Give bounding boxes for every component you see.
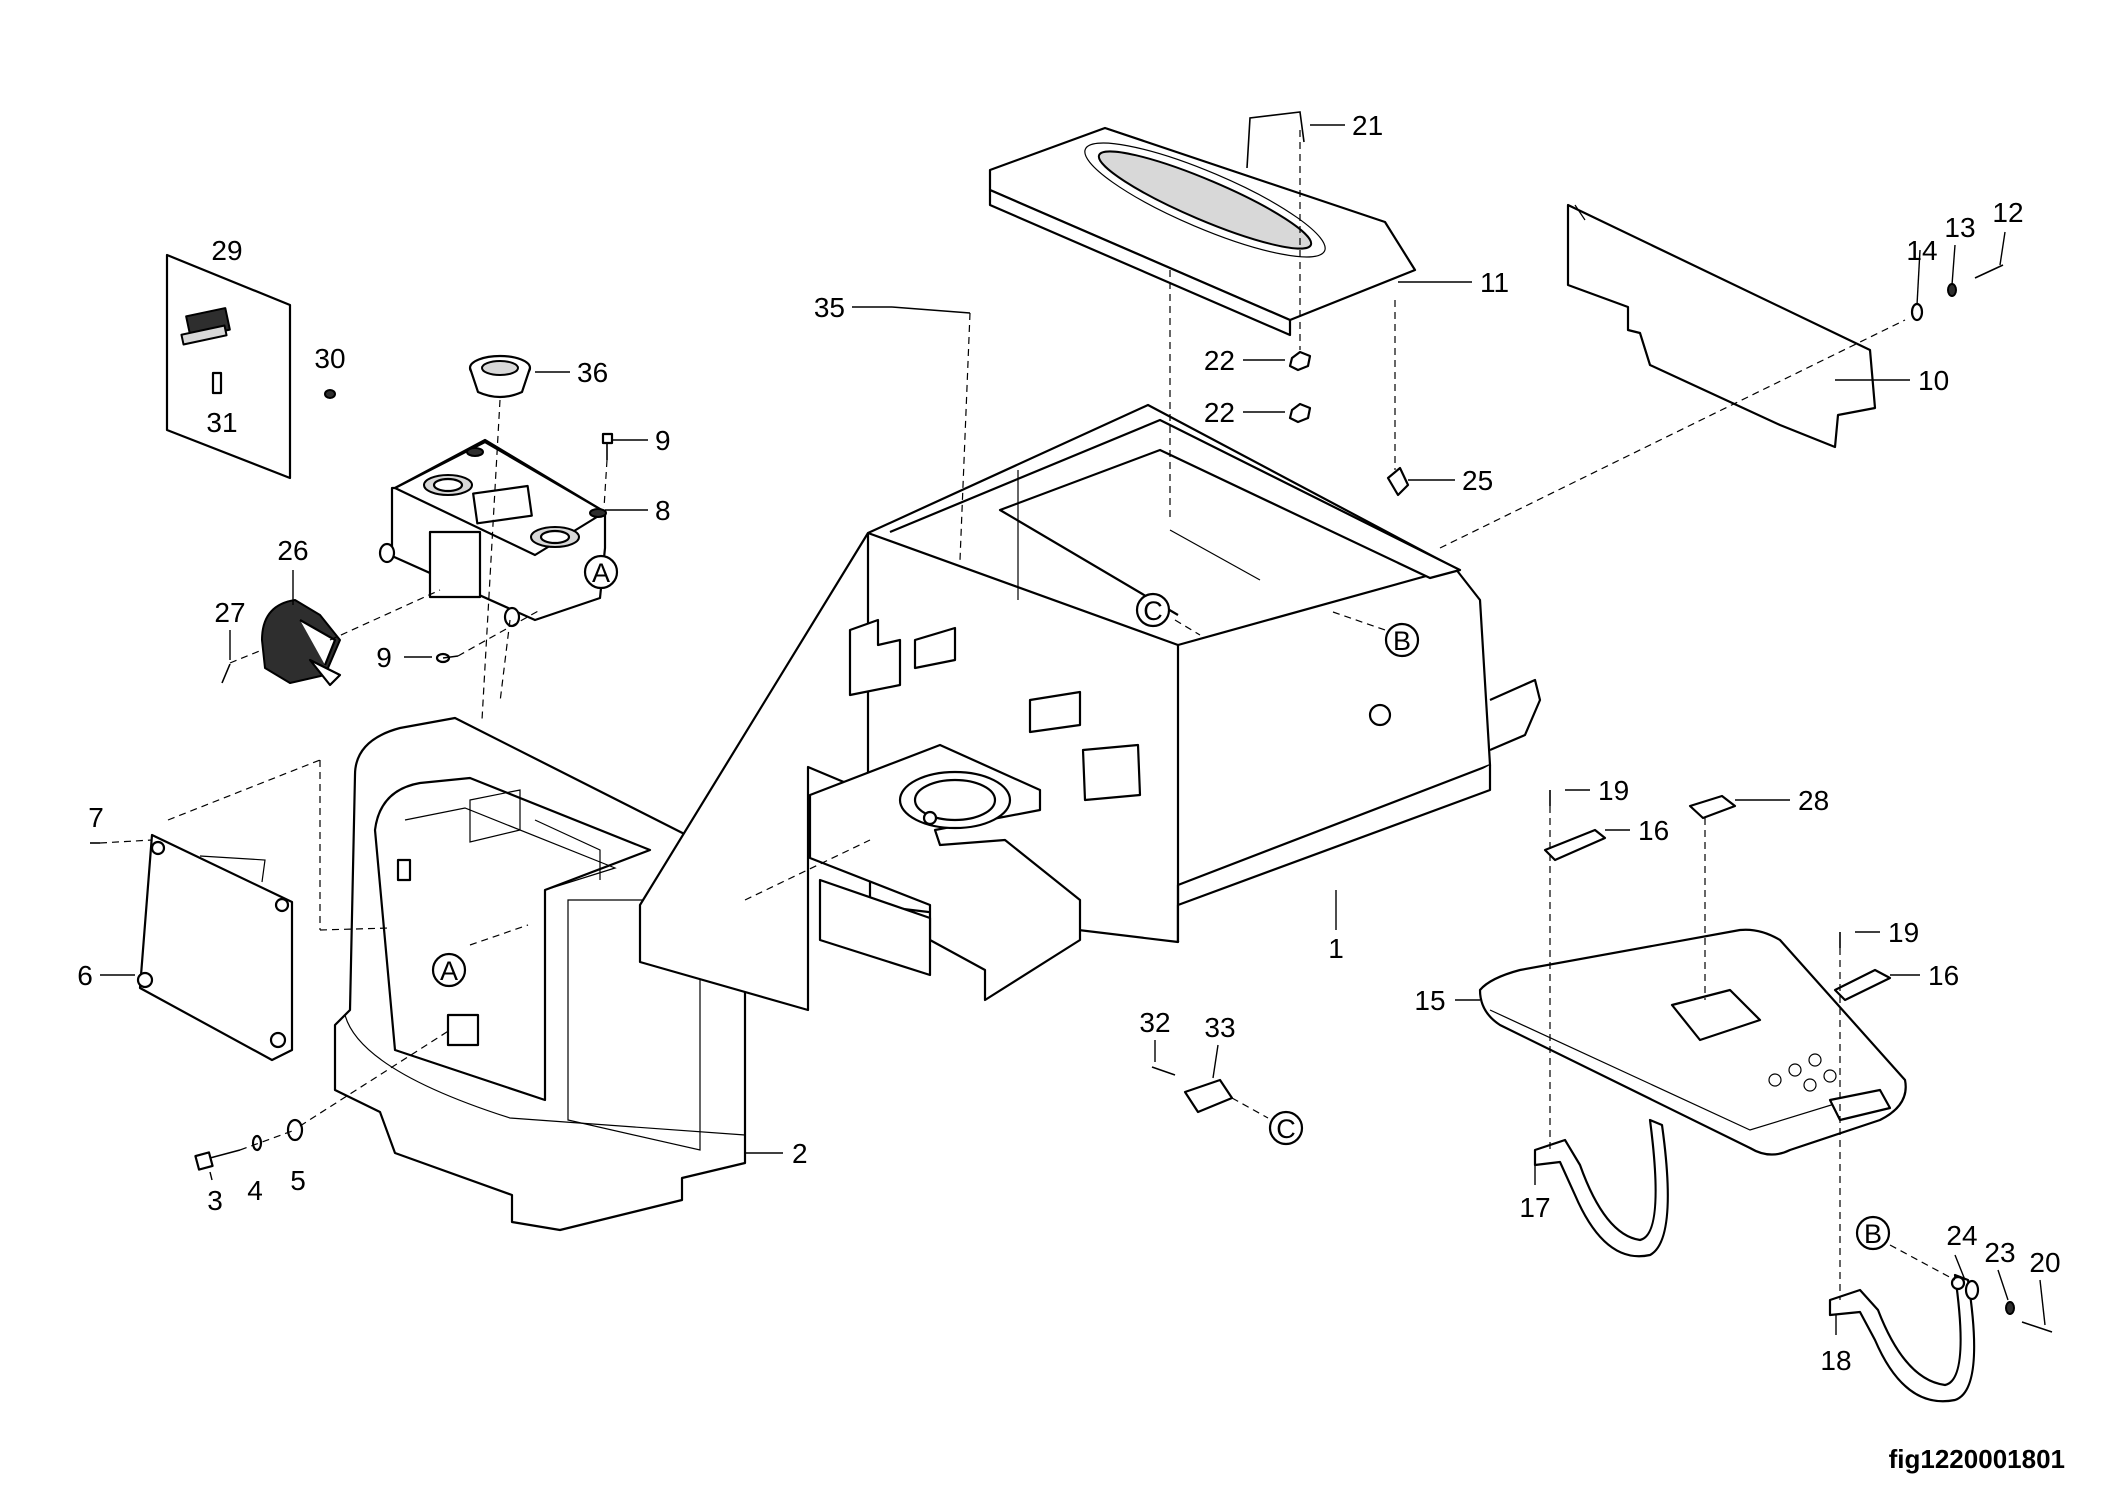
callout-1: 1 <box>1328 933 1344 964</box>
part-4-washer <box>251 1134 263 1152</box>
part-32-bolt <box>1151 1066 1176 1076</box>
reference-marker-b-bracket: B <box>1855 1215 1891 1251</box>
part-27-screw <box>221 663 231 684</box>
callout-6: 6 <box>77 960 93 991</box>
svg-text:A: A <box>592 558 610 588</box>
reference-marker-a-top: A <box>583 554 619 590</box>
callout-5: 5 <box>290 1165 306 1196</box>
part-3-bolt <box>194 1149 241 1171</box>
part-33-block <box>1183 1078 1234 1114</box>
callout-7: 7 <box>88 802 104 833</box>
part-18-bracket <box>1828 1273 1976 1403</box>
part-36-cup-insert <box>468 354 532 399</box>
part-30-plug <box>324 389 336 399</box>
part-1-main-frame <box>638 403 1542 1012</box>
leader-lines <box>100 124 2046 1335</box>
part-16-handle-a <box>1543 828 1607 862</box>
assembly-lines <box>99 130 1956 1300</box>
part-5-washer <box>286 1118 304 1142</box>
callout-10: 10 <box>1918 365 1949 396</box>
part-24-washer <box>1964 1279 1980 1301</box>
part-20-bolt <box>2021 1321 2053 1333</box>
svg-text:A: A <box>440 956 458 986</box>
part-6-side-panel <box>136 833 294 1062</box>
part-22-nut-a <box>1288 350 1312 372</box>
svg-text:C: C <box>1276 1114 1296 1144</box>
part-9-screw-bottom <box>435 652 459 664</box>
callout-28: 28 <box>1798 785 1829 816</box>
callout-32: 32 <box>1139 1007 1170 1038</box>
callout-21: 21 <box>1352 110 1383 141</box>
reference-marker-a-housing: A <box>431 952 467 988</box>
callout-13: 13 <box>1944 212 1975 243</box>
part-28-latch <box>1688 794 1737 820</box>
callout-9-bottom: 9 <box>376 642 392 673</box>
part-29-label-sheet <box>165 253 292 480</box>
callout-33: 33 <box>1204 1012 1235 1043</box>
callout-31: 31 <box>206 407 237 438</box>
part-17-bracket <box>1533 1118 1669 1258</box>
callout-30: 30 <box>314 343 345 374</box>
callout-19-a: 19 <box>1598 775 1629 806</box>
part-14-washer <box>1910 302 1924 322</box>
callout-25: 25 <box>1462 465 1493 496</box>
svg-text:C: C <box>1143 596 1163 626</box>
part-12-bolt <box>1974 264 2004 279</box>
callout-35: 35 <box>814 292 845 323</box>
callout-14: 14 <box>1906 235 1937 266</box>
part-35-rod <box>891 306 971 314</box>
part-10-back-panel <box>1566 203 1877 449</box>
callout-9-top: 9 <box>655 425 671 456</box>
part-15-seat-cushion <box>1478 928 1907 1156</box>
callout-26: 26 <box>277 535 308 566</box>
callout-29: 29 <box>211 235 242 266</box>
callout-24: 24 <box>1946 1220 1977 1251</box>
callout-27: 27 <box>214 597 245 628</box>
callout-22-a: 22 <box>1204 345 1235 376</box>
part-8-console-top <box>378 438 607 628</box>
part-16-handle-b <box>1833 968 1892 1002</box>
reference-marker-c-frame: C <box>1135 592 1171 628</box>
callout-20: 20 <box>2029 1247 2060 1278</box>
part-26-cover <box>261 599 342 687</box>
part-21-handle <box>1246 111 1305 169</box>
callout-36: 36 <box>577 357 608 388</box>
reference-marker-c-block: C <box>1268 1110 1304 1146</box>
callout-16-a: 16 <box>1638 815 1669 846</box>
callout-2: 2 <box>792 1138 808 1169</box>
svg-text:B: B <box>1864 1219 1882 1249</box>
callout-labels: 1 2 3 4 5 6 7 8 9 9 10 11 12 13 14 15 16… <box>77 110 2060 1376</box>
callout-11: 11 <box>1480 267 1509 298</box>
callout-22-b: 22 <box>1204 397 1235 428</box>
figure-id-label: fig1220001801 <box>1889 1444 2065 1474</box>
part-13-washer <box>1947 283 1957 297</box>
callout-15: 15 <box>1414 985 1445 1016</box>
part-2-front-housing <box>333 716 747 1232</box>
part-11-top-cover <box>988 126 1417 337</box>
part-22-nut-b <box>1288 402 1312 424</box>
callout-8: 8 <box>655 495 671 526</box>
part-25-clip <box>1386 466 1410 497</box>
callout-12: 12 <box>1992 197 2023 228</box>
callout-19-b: 19 <box>1888 917 1919 948</box>
part-9-screw-top <box>601 432 614 460</box>
svg-text:B: B <box>1393 626 1411 656</box>
callout-16-b: 16 <box>1928 960 1959 991</box>
callout-3: 3 <box>207 1185 223 1216</box>
reference-marker-b-frame: B <box>1384 622 1420 658</box>
callout-23: 23 <box>1984 1237 2015 1268</box>
callout-4: 4 <box>247 1175 263 1206</box>
callout-18: 18 <box>1820 1345 1851 1376</box>
callout-17: 17 <box>1519 1192 1550 1223</box>
part-23-washer <box>2005 1301 2015 1315</box>
